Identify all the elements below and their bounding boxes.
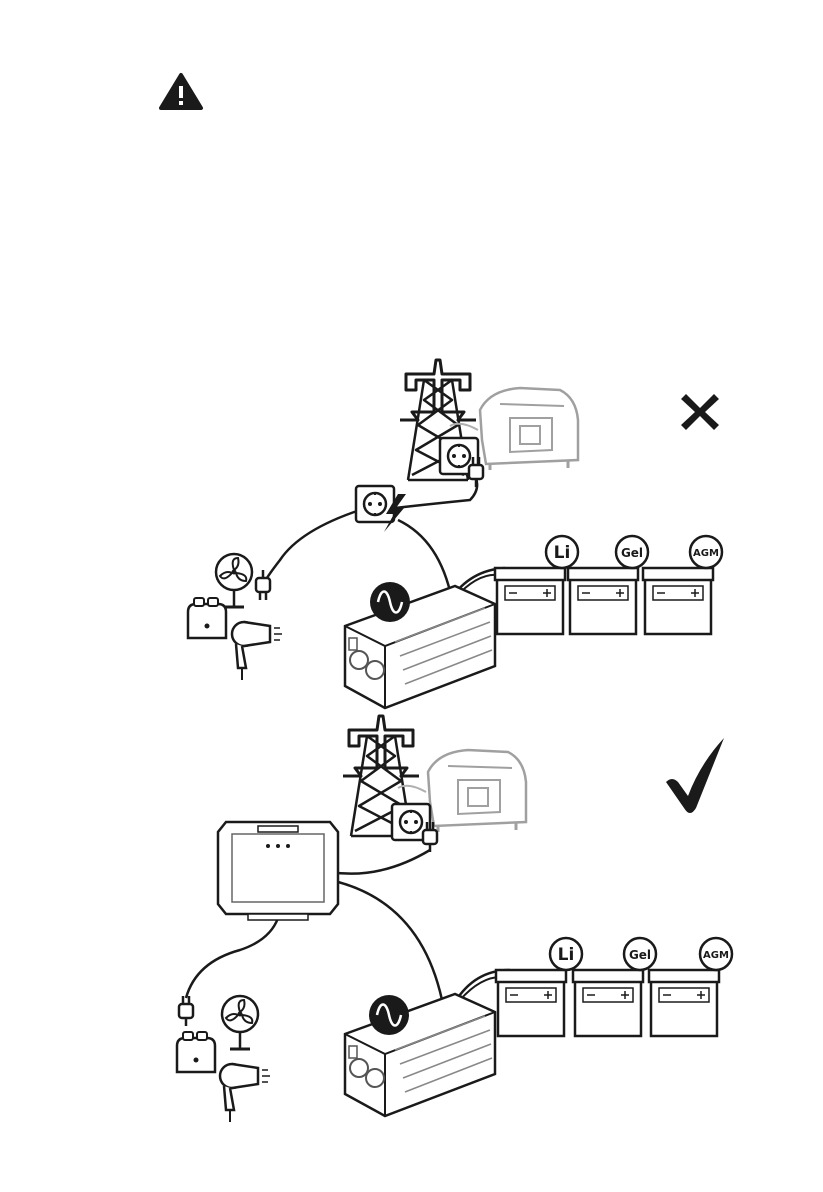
- battery-label-agm: AGM: [703, 950, 729, 961]
- toaster-icon: [188, 598, 226, 638]
- inverter-icon: [345, 994, 495, 1116]
- inverter-icon: [345, 586, 495, 708]
- charger-box-icon: [218, 822, 338, 920]
- cross-mark-icon: [681, 394, 719, 430]
- battery-agm: AGM: [643, 536, 722, 634]
- warning-triangle-icon: [161, 75, 201, 108]
- battery-li: Li: [495, 536, 578, 634]
- fan-icon: [216, 554, 252, 607]
- diagram-incorrect: Li Gel AGM: [188, 360, 722, 708]
- battery-li: Li: [496, 938, 582, 1036]
- battery-label-gel: Gel: [621, 546, 643, 560]
- hair-dryer-icon: [220, 1064, 270, 1122]
- appliance-plug-icon: [179, 996, 193, 1026]
- battery-label-li: Li: [554, 543, 571, 563]
- hair-dryer-icon: [232, 622, 282, 680]
- sine-wave-icon: [370, 582, 410, 622]
- diagram-correct: Li Gel AGM: [177, 716, 732, 1122]
- battery-label-gel: Gel: [629, 948, 651, 962]
- fan-icon: [222, 996, 258, 1049]
- battery-gel: Gel: [573, 938, 656, 1036]
- battery-label-agm: AGM: [693, 548, 719, 559]
- battery-gel: Gel: [568, 536, 648, 634]
- wall-socket-icon: [356, 486, 394, 522]
- sine-wave-icon: [369, 995, 409, 1035]
- check-mark-icon: [666, 738, 724, 813]
- battery-agm: AGM: [649, 938, 732, 1036]
- toaster-icon: [177, 1032, 215, 1072]
- battery-label-li: Li: [558, 945, 575, 965]
